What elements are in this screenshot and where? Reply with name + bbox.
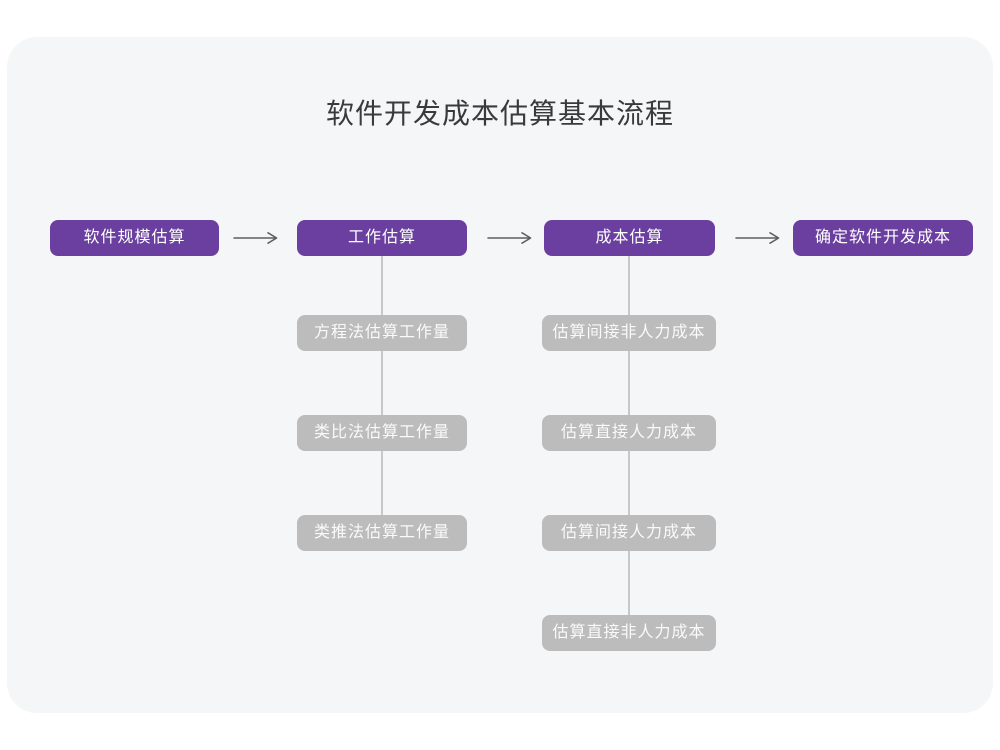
step-determine-dev-cost: 确定软件开发成本 (793, 220, 973, 256)
method-inference-workload: 类推法估算工作量 (297, 515, 467, 551)
right-arrow-icon (233, 232, 278, 244)
step-software-scale-estimation: 软件规模估算 (50, 220, 219, 256)
cost-indirect-labor: 估算间接人力成本 (542, 515, 716, 551)
diagram-card: 软件开发成本估算基本流程 软件规模估算 工作估算 成本估算 确定软件开发成本 方… (7, 37, 993, 713)
step-cost-estimation: 成本估算 (544, 220, 715, 256)
cost-indirect-nonlabor: 估算间接非人力成本 (542, 315, 716, 351)
step-work-estimation: 工作估算 (297, 220, 467, 256)
connector-work-estimation (381, 256, 383, 517)
method-analogy-workload: 类比法估算工作量 (297, 415, 467, 451)
cost-direct-labor: 估算直接人力成本 (542, 415, 716, 451)
right-arrow-icon (735, 232, 780, 244)
cost-direct-nonlabor: 估算直接非人力成本 (542, 615, 716, 651)
method-equation-workload: 方程法估算工作量 (297, 315, 467, 351)
diagram-title: 软件开发成本估算基本流程 (325, 98, 674, 129)
right-arrow-icon (487, 232, 532, 244)
